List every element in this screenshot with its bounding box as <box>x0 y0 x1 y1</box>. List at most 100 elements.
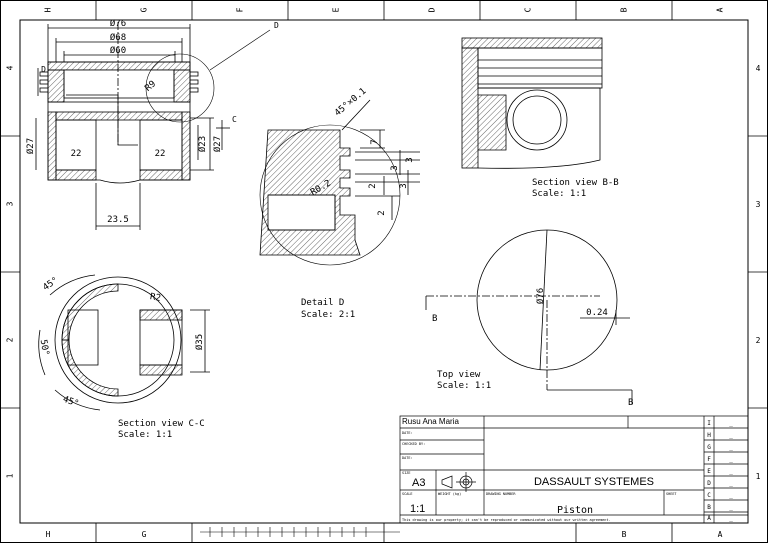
section-marker-b-left: B <box>432 314 437 324</box>
front-view-labels: Ø76 Ø68 Ø60 Ø27 22 22 Ø23 Ø27 R9 D C 23.… <box>25 18 279 225</box>
section-bb <box>461 37 603 169</box>
checked-by-label: CHECKED BY: <box>402 442 425 446</box>
zone-top-f: F <box>236 7 245 12</box>
zone-top-g: G <box>140 7 149 12</box>
zone-top-d: D <box>428 7 437 12</box>
designer-name: Rusu Ana Maria <box>402 417 459 426</box>
rev-value-b: _ <box>729 504 733 511</box>
weight-label: WEIGHT (kg) <box>438 492 461 496</box>
rev-letter-b: B <box>707 504 711 511</box>
label-d-small: D <box>41 65 46 74</box>
size-label: SIZE <box>402 471 410 475</box>
detail-d-caption: Detail D <box>301 298 344 308</box>
section-bb-caption: Section view B-B <box>532 178 619 188</box>
rev-value-e: _ <box>729 468 733 475</box>
top-view-labels: Ø76 0.24 B B Top view Scale: 1:1 <box>432 288 633 408</box>
zone-left-4: 4 <box>6 65 15 70</box>
sheet-size: A3 <box>412 477 425 489</box>
title-block-text: Rusu Ana Maria DATE: CHECKED BY: DATE: S… <box>402 417 733 522</box>
section-bb-labels: Section view B-B Scale: 1:1 <box>532 178 619 199</box>
rev-letter-i: I <box>707 420 711 427</box>
zone-top-e: E <box>332 7 341 12</box>
drawing-number-label: DRAWING NUMBER <box>486 492 516 496</box>
rev-letter-a: A <box>707 515 711 522</box>
rev-letter-f: F <box>707 456 711 463</box>
top-view-caption: Top view <box>437 370 481 380</box>
rev-value-f: _ <box>729 456 733 463</box>
dim-23-5: 23.5 <box>107 215 129 225</box>
sheet-label: SHEET <box>666 492 677 496</box>
dim-d68: Ø68 <box>110 32 126 43</box>
zone-top-c: C <box>524 7 533 12</box>
dim-d23: Ø23 <box>197 136 208 152</box>
zone-left-1: 1 <box>6 473 15 478</box>
detail-callout-d: D <box>274 21 279 30</box>
top-view-scale: Scale: 1:1 <box>437 381 491 391</box>
rev-value-i: _ <box>729 420 733 427</box>
dim-d27-left: Ø27 <box>25 138 36 154</box>
section-marker-b-right: B <box>628 398 633 408</box>
section-cc <box>38 274 210 411</box>
dim-d27-right: Ø27 <box>212 136 223 152</box>
dim-d76: Ø76 <box>110 18 126 29</box>
dim-2-a: 2 <box>368 183 378 188</box>
zone-left-3: 3 <box>6 201 15 206</box>
rev-letter-d: D <box>707 480 711 487</box>
dim-3-a: 3 <box>390 165 400 170</box>
company-name: DASSAULT SYSTEMES <box>534 476 654 488</box>
zone-top-b: B <box>620 7 629 12</box>
angle-45-top: 45° <box>41 276 60 294</box>
zone-bottom-h: H <box>46 530 51 539</box>
date-label-1: DATE: <box>402 431 413 435</box>
angle-45-bottom: 45° <box>61 395 80 410</box>
rev-value-g: _ <box>729 444 733 451</box>
zone-right-4: 4 <box>756 64 761 73</box>
rev-letter-e: E <box>707 468 711 475</box>
rev-letter-h: H <box>707 432 711 439</box>
angle-50: 50° <box>38 339 51 357</box>
detail-d-scale: Scale: 2:1 <box>301 310 355 320</box>
zone-bottom-a: A <box>718 530 723 539</box>
dim-top-d76: Ø76 <box>535 288 546 304</box>
zone-bottom-b: B <box>622 530 627 539</box>
section-cc-caption: Section view C-C <box>118 419 205 429</box>
dim-d60: Ø60 <box>110 45 126 56</box>
label-c: C <box>232 115 237 124</box>
section-bb-scale: Scale: 1:1 <box>532 189 586 199</box>
top-view <box>425 229 633 404</box>
rev-value-h: _ <box>729 432 733 439</box>
dim-7: 7 <box>370 139 380 144</box>
zone-right-2: 2 <box>756 336 761 345</box>
dim-0-24: 0.24 <box>586 308 608 318</box>
dim-22-right: 22 <box>155 149 166 159</box>
title-block <box>399 415 749 524</box>
rev-value-a: _ <box>729 515 733 522</box>
zone-top-h: H <box>44 7 53 12</box>
zone-left-2: 2 <box>6 337 15 342</box>
part-name: Piston <box>557 505 593 516</box>
section-cc-labels: 45° 50° 45° R2 Ø35 Section view C-C Scal… <box>38 276 205 440</box>
front-view <box>35 22 271 230</box>
rev-value-d: _ <box>729 480 733 487</box>
dim-chamfer: 45°×0.1 <box>333 86 368 118</box>
scale-label: SCALE <box>402 492 413 496</box>
dim-3-c: 3 <box>399 183 409 188</box>
dim-22-left: 22 <box>71 149 82 159</box>
zone-bottom-g: G <box>142 530 147 539</box>
detail-d <box>259 99 420 266</box>
dim-2-b: 2 <box>377 210 387 215</box>
zone-right-1: 1 <box>756 472 761 481</box>
rev-value-c: _ <box>729 492 733 499</box>
date-label-2: DATE: <box>402 456 413 460</box>
rev-letter-g: G <box>707 444 711 451</box>
dim-r2: R2 <box>149 292 161 304</box>
disclaimer: This drawing is our property; it can't b… <box>402 518 611 522</box>
zone-top-a: A <box>716 7 725 12</box>
section-cc-scale: Scale: 1:1 <box>118 430 172 440</box>
rev-letter-c: C <box>707 492 711 499</box>
dim-d35: Ø35 <box>194 334 205 350</box>
scale-value: 1:1 <box>410 503 425 515</box>
dim-3-b: 3 <box>405 157 415 162</box>
zone-right-3: 3 <box>756 200 761 209</box>
